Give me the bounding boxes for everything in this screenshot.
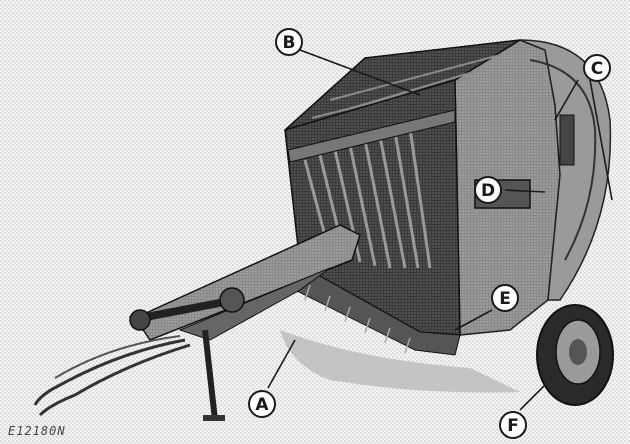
hydraulic-hose-1 <box>33 338 186 406</box>
leader-d <box>504 189 546 193</box>
tongue-lower <box>178 267 331 341</box>
leader-f <box>519 384 546 411</box>
pickup-teeth <box>304 284 411 354</box>
callout-e-letter: E <box>499 289 511 309</box>
leader-b <box>299 49 421 96</box>
ground-shadow <box>280 330 520 393</box>
leader-c-2 <box>589 79 613 201</box>
callout-e: E <box>491 284 519 312</box>
callout-f-letter: F <box>507 416 519 436</box>
leader-e <box>454 309 493 331</box>
callout-a: A <box>248 390 276 418</box>
callout-d-letter: D <box>481 181 495 201</box>
callout-d: D <box>474 176 502 204</box>
leader-a <box>267 339 296 389</box>
pto-yoke <box>129 309 151 331</box>
baler-rear-gate <box>519 39 612 301</box>
figure-code: E12180N <box>8 424 66 438</box>
callout-f: F <box>499 411 527 439</box>
gate-cylinder <box>559 114 575 166</box>
hydraulic-hose-3 <box>54 335 181 379</box>
callout-c-letter: C <box>591 59 603 79</box>
jack-foot <box>203 415 225 421</box>
leader-c-1 <box>554 79 579 121</box>
callout-a-letter: A <box>255 395 269 415</box>
baler-wheel <box>536 304 614 406</box>
gate-edge <box>529 59 597 261</box>
jack-stand <box>202 329 218 421</box>
callout-b-letter: B <box>283 33 296 53</box>
callout-c: C <box>583 54 611 82</box>
callout-b: B <box>275 28 303 56</box>
hydraulic-hose-2 <box>38 343 191 417</box>
leader-lines <box>267 49 613 411</box>
pto-coupling <box>219 287 245 313</box>
chamber-frame-bar <box>287 109 456 163</box>
